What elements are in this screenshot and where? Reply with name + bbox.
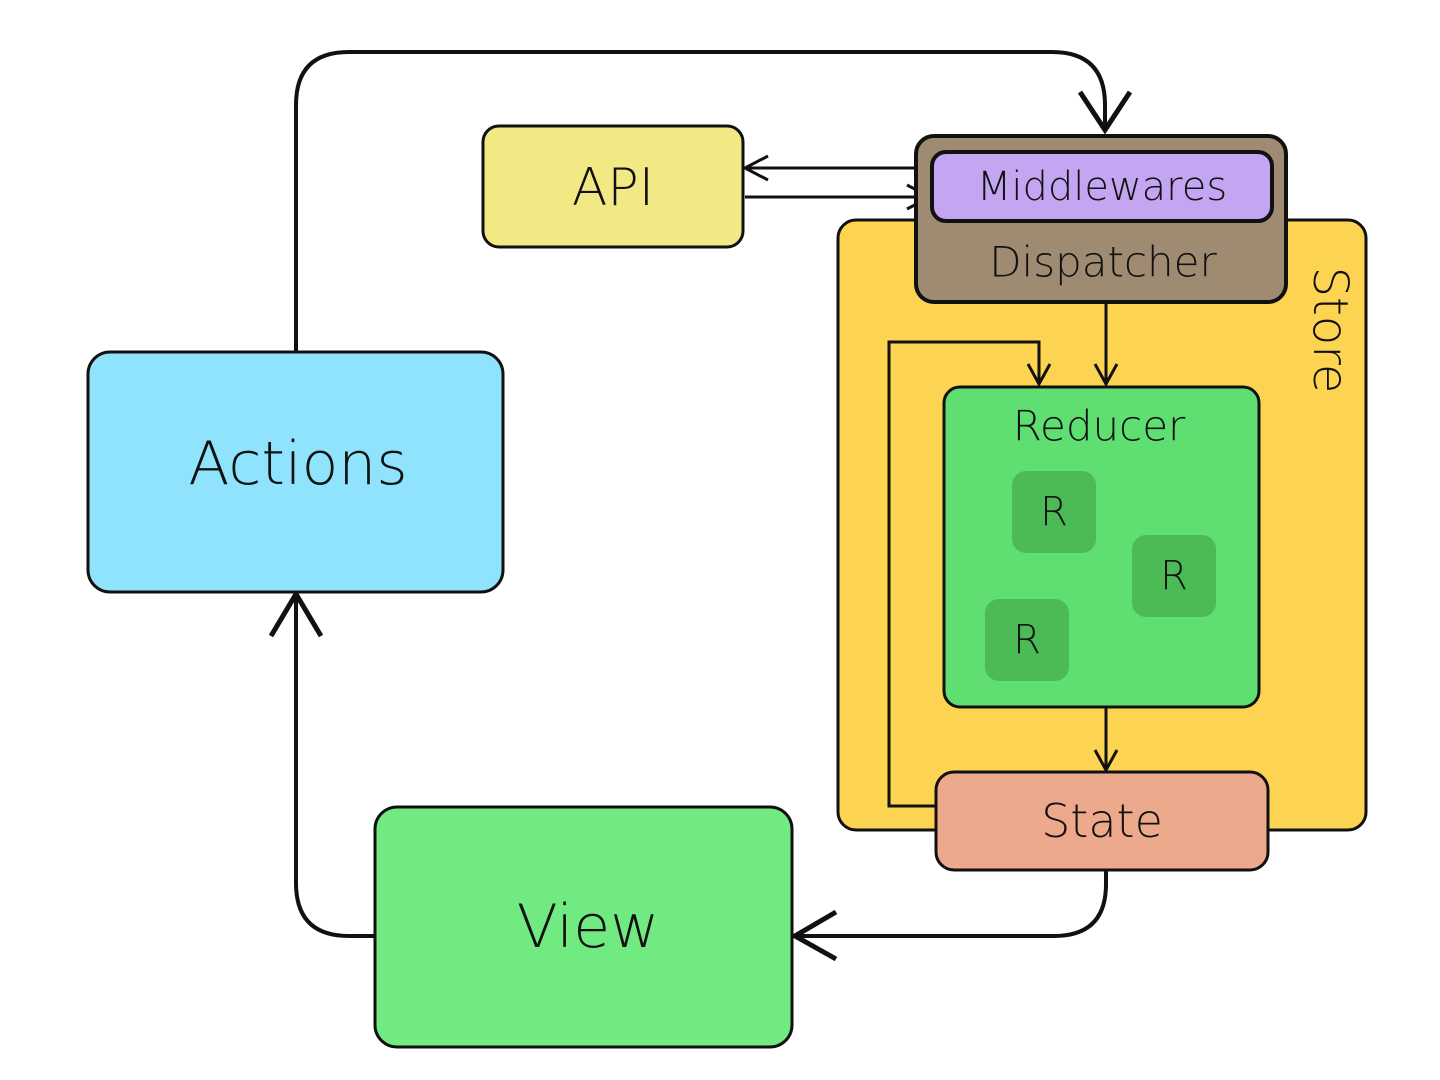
state-label: State bbox=[1041, 794, 1163, 848]
middlewares-label: Middlewares bbox=[977, 164, 1227, 210]
state-to-view-arrow bbox=[795, 870, 1108, 938]
api-box bbox=[481, 124, 745, 249]
reducer-to-state-arrowhead bbox=[1093, 749, 1119, 774]
state-to-reducer-arrow bbox=[887, 340, 1041, 808]
store-connectors bbox=[887, 302, 1119, 808]
state-to-view-arrowhead bbox=[789, 909, 838, 962]
middlewares-box bbox=[930, 150, 1274, 223]
reducer-item-2 bbox=[1132, 535, 1216, 617]
api-label: API bbox=[572, 158, 654, 218]
state-box bbox=[934, 770, 1270, 872]
middlewares-to-api-arrowhead bbox=[741, 154, 769, 182]
state-to-reducer-arrowhead bbox=[1026, 363, 1052, 388]
view-box bbox=[373, 805, 794, 1049]
store-label: Store bbox=[1302, 267, 1358, 394]
actions-label: Actions bbox=[188, 429, 407, 499]
view-label: View bbox=[517, 892, 659, 962]
actions-to-middlewares-arrow bbox=[294, 50, 1107, 352]
view-to-actions-arrowhead bbox=[268, 589, 324, 638]
actions-box bbox=[86, 350, 505, 594]
reducer-item-3 bbox=[985, 599, 1069, 681]
reducer-item-3-label: R bbox=[1013, 617, 1041, 663]
connectors bbox=[268, 50, 1133, 962]
actions-to-middlewares-arrowhead bbox=[1077, 90, 1133, 135]
dispatcher-to-reducer-arrowhead bbox=[1093, 363, 1119, 388]
reducer-item-1 bbox=[1012, 471, 1096, 553]
view-to-actions-arrow bbox=[294, 594, 375, 938]
dispatcher-label: Dispatcher bbox=[989, 238, 1217, 287]
reducer-item-1-label: R bbox=[1040, 489, 1068, 535]
reducer-label: Reducer bbox=[1013, 402, 1186, 451]
reducer-item-2-label: R bbox=[1160, 553, 1188, 599]
